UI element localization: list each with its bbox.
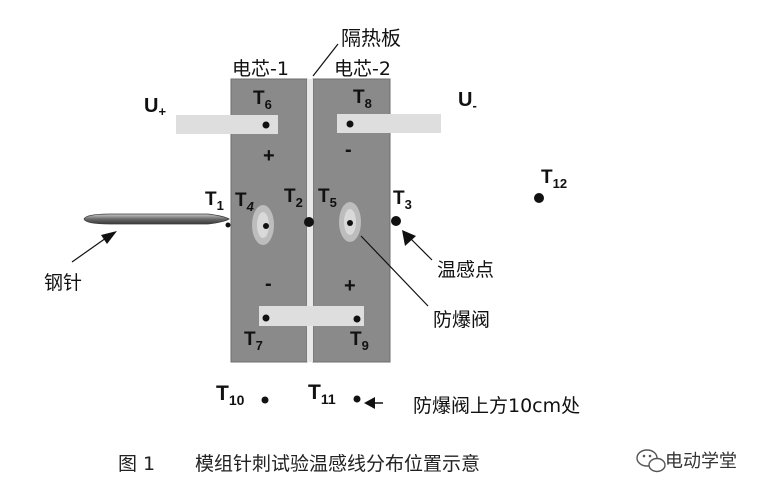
cell-1-top-polarity: + bbox=[263, 145, 275, 167]
sensor-label-t5: T5 bbox=[318, 186, 337, 210]
wechat-icon bbox=[636, 449, 666, 473]
watermark-text: 电动学堂 bbox=[665, 451, 737, 472]
steel-needle-label: 钢针 bbox=[44, 272, 82, 294]
sensor-dot-t7 bbox=[262, 314, 270, 322]
sensor-label-t12: T12 bbox=[541, 167, 567, 191]
sensor-label-t7: T7 bbox=[244, 329, 263, 353]
needle-arrow-head bbox=[101, 231, 117, 244]
sensor-dot-t4 bbox=[263, 223, 269, 229]
negative-terminal-bar bbox=[337, 114, 441, 133]
cell-1-label: 电芯-1 bbox=[232, 58, 289, 80]
vent-valve-label: 防爆阀 bbox=[433, 309, 490, 331]
figure-caption: 模组针刺试验温感线分布位置示意 bbox=[195, 453, 480, 475]
sensor-label-t9: T9 bbox=[350, 329, 369, 353]
vent-valve-pointer bbox=[360, 235, 429, 307]
bottom-busbar bbox=[259, 306, 364, 326]
vent-valve-cell-1-core bbox=[257, 212, 269, 238]
temp-point-arrow-line bbox=[409, 237, 433, 261]
sensor-label-t4: T4 bbox=[235, 190, 255, 214]
above-vent-arrow-head bbox=[364, 397, 375, 409]
above-vent-label: 防爆阀上方10cm处 bbox=[413, 395, 580, 417]
sensor-dot-t6 bbox=[262, 121, 270, 129]
sensor-label-t3: T3 bbox=[393, 188, 412, 212]
sensor-dot-t10 bbox=[261, 396, 269, 404]
steel-needle bbox=[83, 213, 230, 225]
sensor-label-t1: T1 bbox=[205, 189, 224, 213]
temp-point-label: 温感点 bbox=[437, 259, 494, 281]
needle-arrow-line bbox=[71, 237, 107, 263]
sensor-dot-t3 bbox=[391, 216, 401, 226]
sensor-dot-t8 bbox=[346, 120, 354, 128]
sensor-label-t6: T6 bbox=[253, 88, 272, 112]
cell-1-bottom-polarity: - bbox=[265, 273, 272, 295]
u-plus-label: U+ bbox=[144, 95, 166, 119]
cell-2-label: 电芯-2 bbox=[334, 58, 391, 80]
figure-number: 图 1 bbox=[118, 453, 155, 475]
insulation-board-pointer bbox=[312, 43, 339, 77]
sensor-label-t2: T2 bbox=[284, 186, 303, 210]
insulation-board-label: 隔热板 bbox=[341, 26, 401, 50]
sensor-label-t10: T10 bbox=[216, 382, 245, 408]
temp-point-arrow-head bbox=[402, 230, 416, 246]
u-minus-label: U- bbox=[458, 89, 477, 113]
sensor-label-t11: T11 bbox=[308, 381, 336, 407]
positive-terminal-bar bbox=[176, 115, 278, 134]
sensor-dot-t5 bbox=[347, 220, 353, 226]
sensor-label-t8: T8 bbox=[353, 87, 372, 111]
sensor-dot-t1 bbox=[225, 222, 231, 228]
sensor-dot-t11 bbox=[353, 395, 361, 403]
sensor-dot-t2 bbox=[304, 217, 314, 227]
cell-2-bottom-polarity: + bbox=[344, 275, 356, 297]
cell-2-top-polarity: - bbox=[345, 139, 352, 161]
sensor-dot-t12 bbox=[534, 193, 544, 203]
sensor-dot-t9 bbox=[353, 315, 361, 323]
